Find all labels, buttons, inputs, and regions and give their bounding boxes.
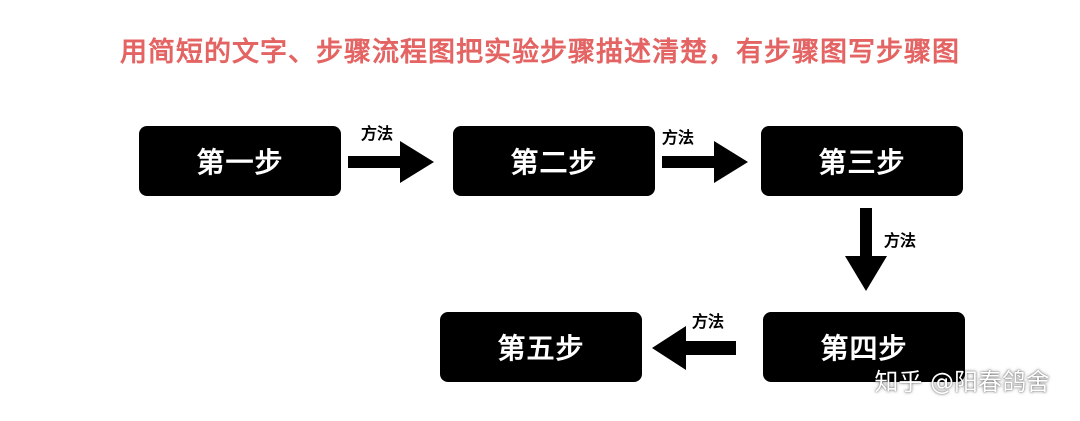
watermark: 知乎 @阳春鸽舍 [874,368,1050,396]
arrow-step2-to-step3 [662,141,748,183]
step-box-5: 第五步 [440,312,642,382]
arrow-step4-to-step5 [652,326,736,370]
arrow-step3-to-step4 [845,208,887,291]
step-box-3: 第三步 [761,126,963,196]
method-label-4: 方法 [692,312,725,331]
method-label-2: 方法 [662,128,695,147]
diagram-title: 用简短的文字、步骤流程图把实验步骤描述清楚，有步骤图写步骤图 [120,37,960,68]
method-label-3: 方法 [884,231,917,250]
step-box-2: 第二步 [453,126,655,196]
method-label-1: 方法 [361,124,394,143]
arrow-step1-to-step2 [348,141,434,183]
step-box-1: 第一步 [139,126,341,196]
step-box-4: 第四步 [763,312,965,382]
